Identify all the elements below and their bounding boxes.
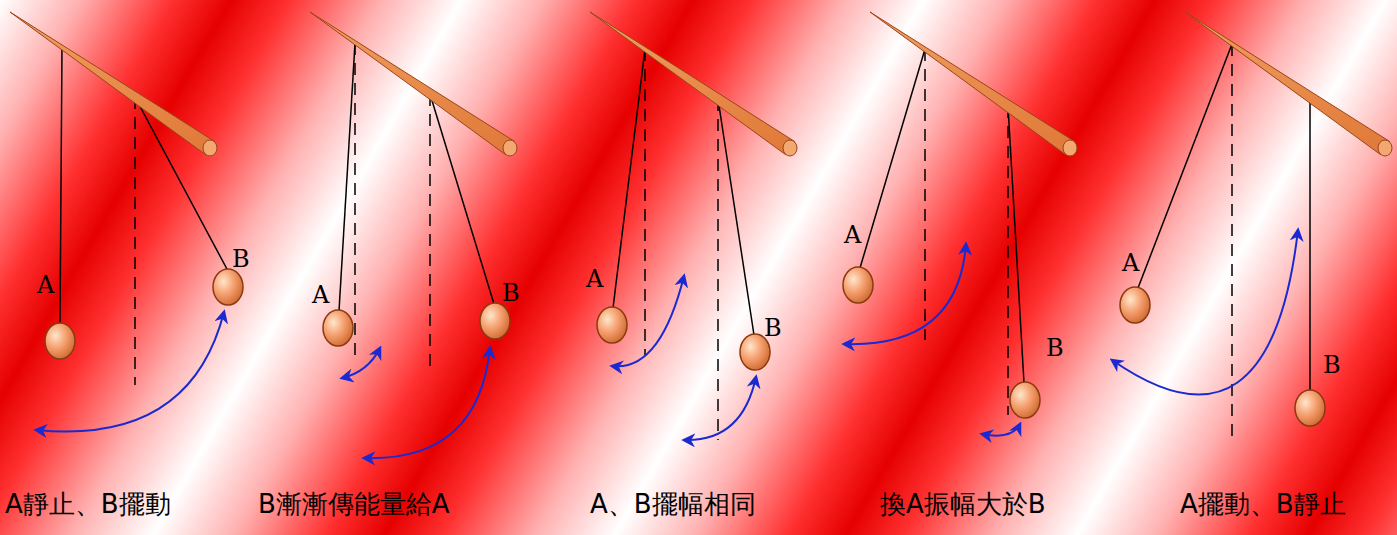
panel-3 [590,12,797,440]
pendulum-label: A [586,266,603,294]
pendulum-label: B [1323,352,1341,380]
caption: B漸漸傳能量給A [258,490,450,520]
pendulum-label: B [232,246,250,274]
pendulum-label: A [312,282,329,310]
caption: A、B擺幅相同 [590,490,756,520]
panel-2 [310,12,517,458]
panel-4 [843,12,1077,436]
caption: A靜止、B擺動 [5,490,171,520]
pendulum-label: B [764,315,782,343]
panel-5 [1112,12,1392,440]
pendulum-label: B [1046,335,1064,363]
caption: 換A振幅大於B [880,490,1046,520]
pendulum-label: A [1122,250,1139,278]
panel-1 [10,12,243,432]
pendulum-label: A [37,272,54,300]
pendulum-label: A [844,222,861,250]
caption: A擺動、B靜止 [1180,490,1346,520]
pendulum-label: B [502,280,520,308]
